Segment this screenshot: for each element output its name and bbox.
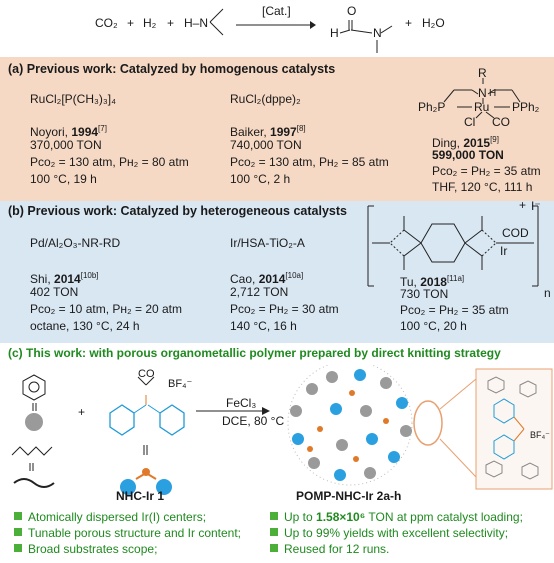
bf4-counterion: BF₄⁻ [168,378,193,390]
catalyst-formula: Pd/Al₂O₃-NR-RD [30,236,121,250]
citation: Tu, 2018[11a] [400,274,465,289]
gray-sphere-icon [25,413,43,431]
catalyst-formula: RuCl₂(dppe)₂ [230,92,301,106]
formamide-o: O [347,4,357,18]
citation: Baiker, 1997[8] [230,124,306,139]
plus-sign: + [127,16,135,30]
pressure-conditions: Pᴄᴏ₂ = 130 atm, Pʜ₂ = 85 atm [230,155,389,169]
formamide-bonds [339,20,393,53]
ph2p-label: Ph₂P [418,100,446,114]
feature-item: Atomically dispersed Ir(I) centers; [14,510,206,525]
reaction-conditions: 140 °C, 16 h [230,319,297,333]
reaction-conditions: 100 °C, 20 h [400,319,467,333]
reaction-conditions: 100 °C, 2 h [230,172,291,186]
catalyst-formula: Ir/HSA-TiO₂-A [230,236,305,250]
ton-value: 402 TON [30,285,79,299]
section-c-title: (c) This work: with porous organometalli… [8,346,501,360]
co-ligand: CO [138,368,155,380]
feature-item: Broad substrates scope; [14,542,157,557]
chloride-label: Cl [464,115,476,129]
hydride-h: H [489,88,497,99]
feature-item: Reused for 12 runs. [270,542,389,557]
feature-item: Tunable porous structure and Ir content; [14,526,241,541]
carbonyl-label: CO [492,115,510,129]
ton-value: 740,000 TON [230,138,302,152]
polymer-network-icon [287,365,413,486]
polymer-charge: + [519,198,527,212]
reaction-conditions: THF, 120 °C, 111 h [432,180,533,194]
citation: Ding, 2015[9] [432,135,499,150]
citation: Shi, 2014[10b] [30,271,99,286]
ton-value: 370,000 TON [30,138,102,152]
plus-sign: + [78,405,86,419]
reagent-label: FeCl₃ [226,396,257,410]
reaction-conditions: 100 °C, 19 h [30,172,97,186]
bf4-inset-label: BF₄⁻ [530,430,550,440]
pph2-label: PPh₂ [512,100,540,114]
benzene-icon [22,374,46,401]
nitrogen-label: N [478,86,487,100]
pressure-conditions: Pᴄᴏ₂ = Pʜ₂ = 35 atm [432,164,541,178]
feature-item: Up to 1.58×10⁶ TON at ppm catalyst loadi… [270,510,523,525]
iridium-label: Ir [500,244,508,258]
formamide-h: H [330,26,339,40]
citation: Cao, 2014[10a] [230,271,304,286]
this-work-scheme [11,365,553,495]
section-a-title: (a) Previous work: Catalyzed by homogeno… [8,62,336,76]
pressure-conditions: Pᴄᴏ₂ = Pʜ₂ = 35 atm [400,303,509,317]
water-label: H₂O [422,16,445,30]
formamide-n: N [373,26,382,40]
repeat-n: n [544,286,551,300]
ton-value: 730 TON [400,287,449,301]
plus-sign: + [167,16,175,30]
citation: Noyori, 1994[7] [30,124,107,139]
ruthenium-label: Ru [474,100,490,114]
pressure-conditions: Pᴄᴏ₂ = 130 atm, Pʜ₂ = 80 atm [30,155,189,169]
cod-ligand: COD [502,226,529,240]
conditions-label: DCE, 80 °C [222,414,285,428]
ton-value: 2,712 TON [230,285,289,299]
linker-icon [11,446,53,456]
amine-bonds [209,8,224,36]
catalyst-formula: RuCl₂[P(CH₃)₃]₄ [30,92,116,106]
iodide-counterion: I⁻ [531,199,541,213]
ton-value: 599,000 TON [432,148,504,162]
pressure-conditions: Pᴄᴏ₂ = 10 atm, Pʜ₂ = 20 atm [30,302,183,316]
reaction-arrow [236,21,316,29]
pressure-conditions: Pᴄᴏ₂ = Pʜ₂ = 30 atm [230,302,339,316]
nhc-ir-label: NHC-Ir 1 [116,489,165,503]
reaction-conditions: octane, 130 °C, 24 h [30,319,140,333]
pomp-label: POMP-NHC-Ir 2a-h [296,489,402,503]
feature-item: Up to 99% yields with excellent selectiv… [270,526,508,541]
catalyst-label: [Cat.] [262,4,291,18]
ru-pincer-structure [443,78,521,119]
h2-label: H₂ [143,16,157,30]
plus-sign: + [405,16,413,30]
substituent-r: R [478,66,487,80]
co2-label: CO₂ [95,16,118,30]
amine-label: H–N [184,16,209,30]
homogeneous-panel [0,57,554,201]
section-b-title: (b) Previous work: Catalyzed by heteroge… [8,204,347,218]
heterogeneous-panel [0,201,554,343]
ir-polymer-structure [367,205,539,287]
